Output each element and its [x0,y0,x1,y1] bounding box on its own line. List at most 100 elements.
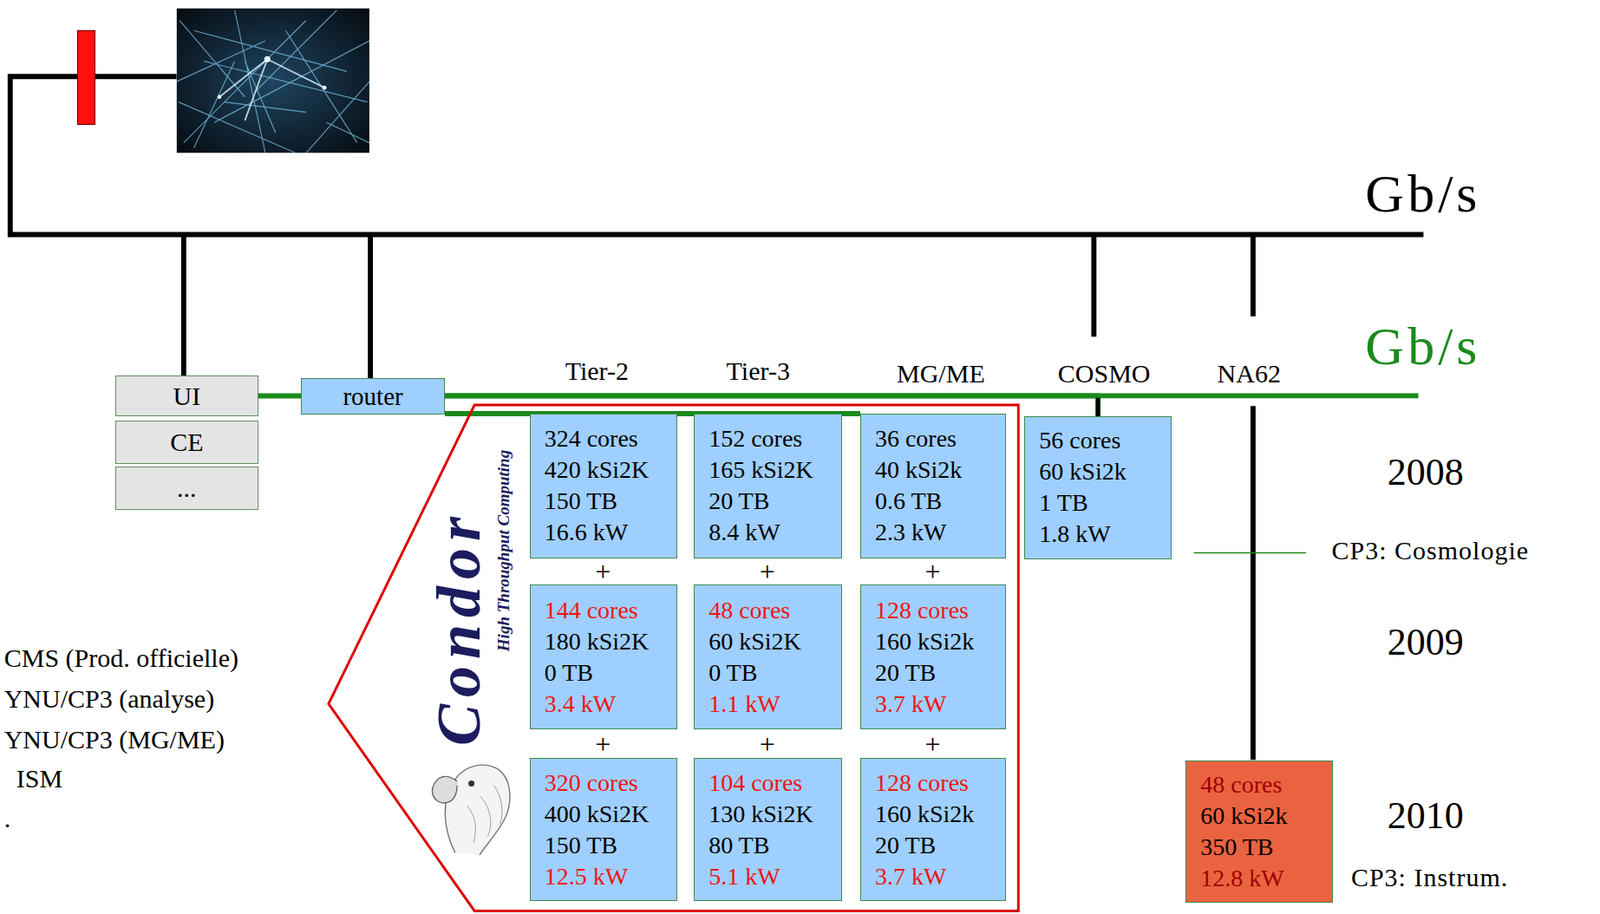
stat-line: 160 kSi2k [875,626,974,658]
box-label: ... [176,472,197,504]
stat-line: 3.7 kW [875,688,947,720]
dodo-beak [432,776,458,803]
cluster-box: 128 cores160 kSi2k20 TB3.7 kW [860,584,1006,730]
plus-sign: + [924,559,941,585]
leader-line [1194,552,1307,554]
stat-line: 320 cores [544,767,639,799]
network-link [258,393,301,399]
stat-line: 130 kSi2K [708,798,814,830]
cluster-box: 56 cores60 kSi2k1 TB1.8 kW [1024,416,1171,560]
network-node [217,94,223,99]
cluster-box: 48 cores60 kSi2k350 TB12.8 kW [1185,760,1333,904]
stat-line: 0 TB [544,657,594,689]
backbone-wire [10,76,1424,235]
ui-box: UI [115,375,259,417]
stat-line: 165 kSi2K [708,454,814,486]
network-ground [176,7,370,153]
usage-list-item: YNU/CP3 (analyse) [4,684,215,715]
usage-list-item: ISM [16,764,63,795]
stat-line: 12.5 kW [544,861,628,893]
lan-bus [444,392,1419,399]
box-label: CE [169,426,203,458]
bandwidth-label: Gb/s [1364,315,1481,378]
stat-line: 420 kSi2K [544,454,650,486]
condor-bracket [328,404,1019,911]
usage-list-item: CMS (Prod. officielle) [4,643,239,674]
stat-line: 104 cores [708,767,803,799]
stat-line: 180 kSi2K [544,626,650,658]
stat-line: 152 cores [708,423,803,455]
firewall-symbol [77,30,95,125]
plus-sign: + [924,731,941,757]
plus-sign: + [594,731,611,757]
stat-line: 80 TB [708,829,770,862]
usage-list-item: YNU/CP3 (MG/ME) [4,724,225,756]
year-label: 2009 [1387,620,1464,666]
stat-line: 1.1 kW [708,688,780,720]
column-heading: MG/ME [896,358,986,389]
stat-line: 1 TB [1038,487,1088,519]
stat-line: 56 cores [1038,424,1121,457]
router-box: router [300,378,445,415]
column-heading: NA62 [1217,358,1281,389]
stat-line: 20 TB [708,485,770,517]
network-node [322,85,327,91]
year-label: 2010 [1387,794,1464,839]
stat-line: 128 cores [875,594,969,627]
stat-line: 36 cores [875,423,957,455]
stat-line: 60 kSi2k [1038,456,1126,488]
stat-line: 3.4 kW [544,688,616,720]
column-heading: Tier-3 [726,356,791,387]
stat-line: 0 TB [708,657,758,689]
cluster-box: 128 cores160 kSi2k20 TB3.7 kW [860,757,1006,902]
ce-box: CE [115,420,259,465]
column-heading: COSMO [1057,358,1151,389]
dodo-logo [432,764,510,856]
cluster-box: 320 cores400 kSi2K150 TB12.5 kW [529,757,679,902]
stat-line: 60 kSi2K [708,626,802,658]
network-node [264,56,271,63]
stat-line: 160 kSi2k [875,798,974,830]
dodo-head [444,764,510,856]
column-heading: Tier-2 [565,356,629,387]
stat-line: 8.4 kW [708,516,780,549]
stat-line: 128 cores [875,767,969,799]
box-label: router [342,381,403,412]
stat-line: 1.8 kW [1038,518,1111,550]
stat-line: 150 TB [544,829,618,862]
network-glow [219,58,325,121]
stat-line: 16.6 kW [544,516,628,549]
stat-line: 3.7 kW [875,861,947,893]
stat-line: 40 kSi2k [875,454,962,486]
logo-tagline: High Throughput Computing [495,450,513,652]
stat-line: 150 TB [544,485,618,517]
usage-list-item: . [4,803,12,834]
stat-line: 350 TB [1200,831,1274,863]
stat-line: 324 cores [544,423,639,455]
plus-sign: + [759,559,776,585]
cluster-box: 144 cores180 kSi2K0 TB3.4 kW [529,584,679,730]
stat-line: 0.6 TB [875,485,942,517]
stat-line: 400 kSi2K [544,798,650,830]
plus-sign: + [594,559,611,585]
year-label: 2008 [1387,450,1464,495]
stat-line: 2.3 kW [875,516,947,549]
cluster-box: 104 cores130 kSi2K80 TB5.1 kW [693,757,843,902]
cosmo-tick [1096,398,1101,417]
note-label: CP3: Instrum. [1351,862,1509,894]
network-lines [176,10,370,154]
network-picture [176,7,370,153]
drop-wires [183,235,1254,761]
service-box: ... [115,466,259,511]
cluster-box: 48 cores60 kSi2K0 TB1.1 kW [693,584,843,730]
note-label: CP3: Cosmologie [1332,535,1530,567]
plus-sign: + [759,731,776,757]
stat-line: 60 kSi2k [1200,800,1287,832]
dodo-eye [468,780,475,787]
box-label: UI [172,380,201,412]
stat-line: 48 cores [1200,769,1282,801]
stat-line: 144 cores [544,594,639,627]
logo-text: Condor [427,509,490,746]
bandwidth-label: Gb/s [1364,163,1481,225]
